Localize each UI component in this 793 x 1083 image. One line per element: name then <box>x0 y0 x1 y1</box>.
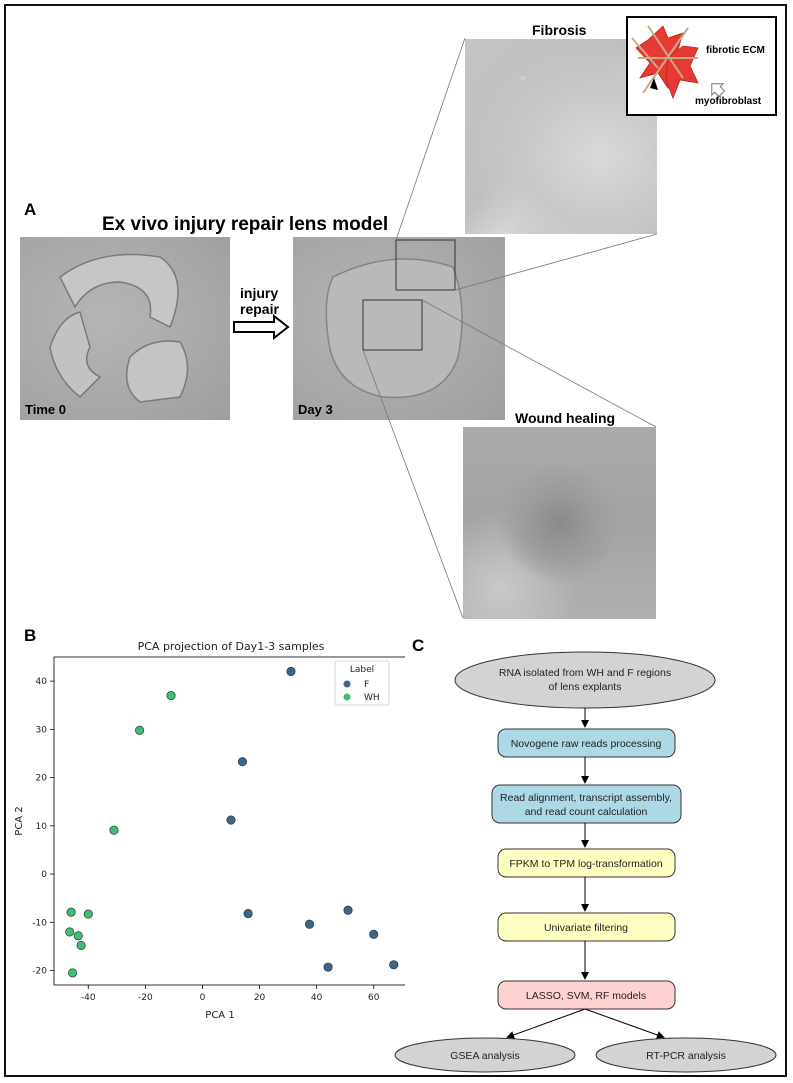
lens-repaired-drawing <box>325 239 463 399</box>
day3-label: Day 3 <box>298 402 333 417</box>
x-tick-label: 40 <box>311 993 323 1003</box>
start-line-1: RNA isolated from WH and F regions <box>499 667 671 679</box>
point-wh <box>66 907 76 917</box>
step-5-text: LASSO, SVM, RF models <box>526 990 646 1002</box>
point-f <box>286 666 296 677</box>
arrow-6-right <box>584 1008 665 1039</box>
point-f <box>304 919 315 929</box>
y-tick-label: -10 <box>32 918 47 928</box>
point-f <box>237 757 247 767</box>
y-tick-label: 20 <box>36 774 48 784</box>
figure-frame <box>4 4 787 1077</box>
step-box-4 <box>497 912 676 942</box>
y-axis-ticks: -20 -10 0 10 20 30 40 <box>32 677 54 977</box>
x-axis-label: PCA 1 <box>205 1010 234 1021</box>
point-wh <box>109 825 119 835</box>
myofibroblast-icon <box>631 25 726 100</box>
wound-healing-title: Wound healing <box>515 410 616 426</box>
y-axis-label: PCA 2 <box>14 806 25 835</box>
point-f <box>369 929 379 939</box>
point-f <box>389 960 399 970</box>
panel-letter-a: A <box>24 200 37 219</box>
start-ellipse <box>454 651 716 709</box>
step-box-2 <box>491 784 682 824</box>
time0-photo <box>20 237 230 420</box>
point-wh <box>76 940 86 950</box>
legend-marker-f <box>343 680 351 688</box>
start-line-2: of lens explants <box>549 681 622 693</box>
point-f <box>343 905 353 915</box>
legend: Label F WH <box>334 660 390 706</box>
legend-label-wh: WH <box>364 693 380 703</box>
step-2-line-2: and read count calculation <box>525 806 648 818</box>
y-tick-label: -20 <box>32 967 47 977</box>
plot-area <box>53 656 405 986</box>
legend-label-f: F <box>364 680 369 690</box>
x-axis-ticks: -40 -20 0 20 40 60 <box>81 985 380 1003</box>
point-wh <box>166 691 176 701</box>
myofibroblast-inset <box>626 16 777 116</box>
y-tick-label: 0 <box>41 870 47 880</box>
x-tick-label: 60 <box>368 993 380 1003</box>
y-tick-label: 10 <box>36 822 48 832</box>
arrow-label-injury: injury <box>240 285 279 301</box>
day3-photo <box>293 237 505 420</box>
x-tick-label: -20 <box>138 993 153 1003</box>
panel-letter-b: B <box>24 626 37 645</box>
point-wh <box>68 968 78 978</box>
x-tick-label: -40 <box>81 993 96 1003</box>
legend-title: Label <box>350 665 374 675</box>
fibrosis-micrograph <box>465 39 657 234</box>
point-f <box>226 815 236 825</box>
y-tick-label: 40 <box>36 677 48 687</box>
point-f <box>323 962 333 972</box>
point-wh <box>65 927 75 937</box>
arrow-6-left <box>506 1008 586 1039</box>
point-f <box>243 909 253 919</box>
step-2-line-1: Read alignment, transcript assembly, <box>500 792 672 804</box>
x-tick-label: 20 <box>254 993 266 1003</box>
step-box-1 <box>497 728 676 758</box>
inset-label-myofibroblast: myofibroblast <box>695 96 762 107</box>
x-tick-label: 0 <box>200 993 206 1003</box>
panel-letter-c: C <box>412 636 425 655</box>
step-box-5 <box>497 980 676 1010</box>
end-ellipse-gsea <box>394 1037 576 1073</box>
step-3-text: FPKM to TPM log-transformation <box>509 858 662 870</box>
y-tick-label: 30 <box>36 725 48 735</box>
point-wh <box>83 909 93 919</box>
pca-scatter-chart: PCA projection of Day1-3 samples -40 -20 0… <box>14 640 405 1021</box>
step-box-3 <box>497 848 676 878</box>
inset-label-ecm: fibrotic ECM <box>706 45 765 56</box>
point-wh <box>73 931 83 941</box>
end-right-text: RT-PCR analysis <box>646 1050 726 1062</box>
fibrosis-title: Fibrosis <box>532 22 587 38</box>
data-points <box>65 666 399 978</box>
injury-repair-arrow <box>233 314 290 340</box>
chart-title: PCA projection of Day1-3 samples <box>138 640 325 653</box>
end-ellipse-rtpcr <box>595 1037 777 1073</box>
point-wh <box>135 725 145 735</box>
step-4-text: Univariate filtering <box>544 922 628 934</box>
pipeline-flowchart: RNA isolated from WH and F regions of le… <box>394 651 777 1073</box>
arrow-label-repair: repair <box>240 301 279 317</box>
wound-healing-micrograph <box>463 427 656 619</box>
lens-fragments-drawing <box>49 253 189 403</box>
step-1-text: Novogene raw reads processing <box>511 738 662 750</box>
time0-label: Time 0 <box>25 402 66 417</box>
legend-marker-wh <box>343 693 351 701</box>
end-left-text: GSEA analysis <box>450 1050 519 1062</box>
panel-a-title: Ex vivo injury repair lens model <box>102 214 389 235</box>
